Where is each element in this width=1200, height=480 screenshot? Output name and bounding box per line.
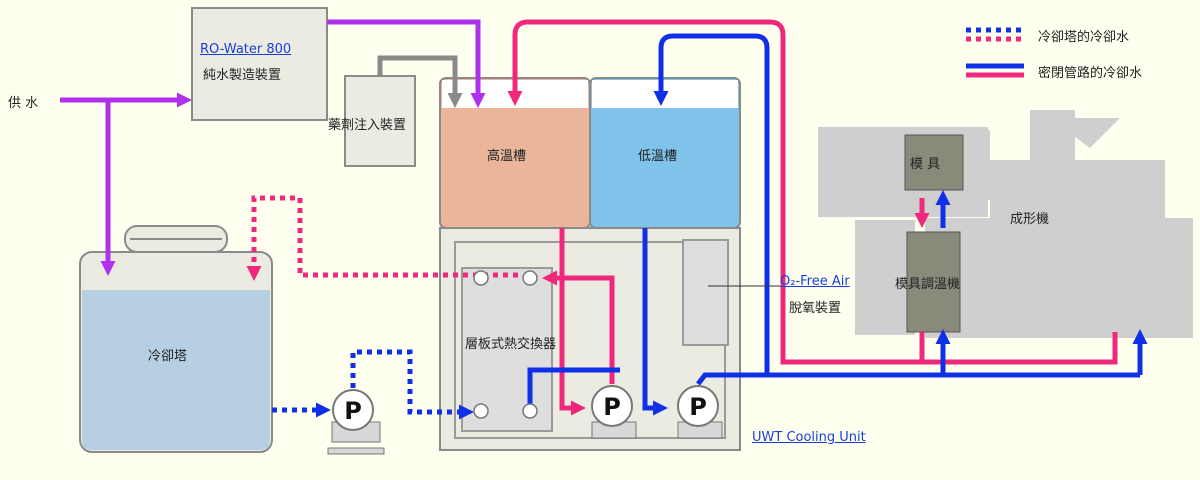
hx-port-top-left [473,270,489,286]
ro-water-box [191,7,328,121]
mold-label: 模 具 [910,157,941,172]
high-temp-tank-label: 高溫槽 [487,149,527,164]
molding-machine-label: 成形機 [1010,212,1050,227]
molding-machine [818,110,1193,338]
ro-water-link[interactable]: RO-Water 800 [200,42,292,57]
heat-exchanger [461,267,553,432]
mold-temp-controller-label: 模具調溫機 [895,277,961,292]
mold-block [904,134,964,191]
hot-pump: P [591,385,637,439]
cooling-unit-link[interactable]: UWT Cooling Unit [752,430,866,445]
tower-water-pipes [272,349,474,420]
deoxygenator-label: 脫氧裝置 [789,301,842,316]
deoxygenator-box [682,239,729,346]
svg-text:P: P [344,397,362,425]
hx-port-bottom-right [522,403,538,419]
supply-pipes [60,19,486,276]
legend [966,27,1024,78]
cooling-tower-water [82,290,270,450]
hx-port-bottom-left [473,403,489,419]
cooling-tower-label: 冷卻塔 [148,349,188,364]
chemical-pipe [377,55,463,108]
chemical-injector-box [344,75,416,167]
cooling-tower-pump: P [327,389,385,455]
svg-text:P: P [689,393,707,421]
low-temp-tank-air [592,80,738,108]
svg-text:P: P [603,393,621,421]
low-temp-tank-label: 低溫槽 [638,149,678,164]
cold-pump: P [677,385,723,439]
hx-port-top-right [522,270,538,286]
o2-free-air-link[interactable]: O₂-Free Air [780,274,850,289]
low-temp-tank [589,77,741,229]
mold-temp-controller-box [906,231,961,333]
legend-open-loop-label: 冷卻塔的冷卻水 [1038,30,1130,45]
chemical-injector-label: 藥劑注入裝置 [328,118,407,133]
hot-loop-pipes [507,19,1118,416]
legend-closed-loop-label: 密閉管路的冷卻水 [1038,66,1143,81]
heat-exchanger-label: 層板式熱交換器 [465,337,557,352]
ro-subtitle: 純水製造裝置 [203,68,282,83]
supply-water-label: 供 水 [8,96,39,111]
tower-return-pipes [246,195,518,281]
cold-loop-pipes [527,33,1148,416]
